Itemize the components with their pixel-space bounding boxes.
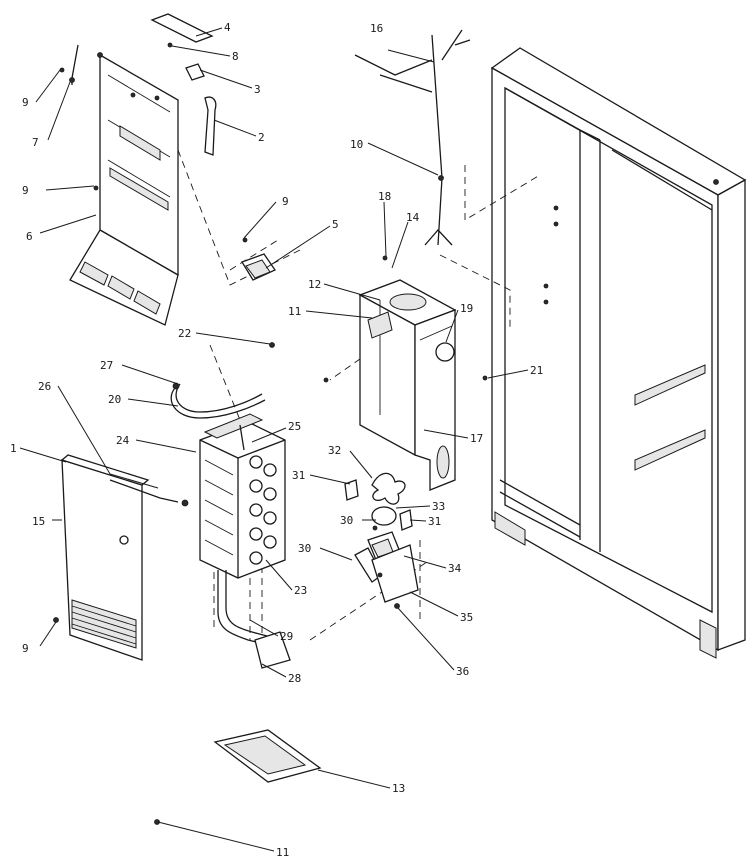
callout-20: 20 — [108, 393, 121, 406]
callout-9-mid: 9 — [22, 184, 29, 197]
drain-pan — [213, 729, 322, 783]
refrigerator-cabinet — [490, 47, 747, 659]
callout-22: 22 — [178, 327, 191, 340]
callout-30-bottom: 30 — [298, 542, 311, 555]
callout-25: 25 — [288, 420, 301, 433]
callout-9-right: 9 — [282, 195, 289, 208]
callout-11-top: 11 — [288, 305, 301, 318]
callout-32: 32 — [328, 444, 341, 457]
callout-18: 18 — [378, 190, 391, 203]
screw-shroud — [323, 377, 329, 383]
wiring-harness — [354, 29, 471, 246]
drain-tube — [170, 382, 266, 419]
callout-34: 34 — [448, 562, 462, 575]
callout-12: 12 — [308, 278, 321, 291]
front-panel — [53, 454, 179, 661]
callout-23: 23 — [294, 584, 307, 597]
callout-3: 3 — [254, 83, 261, 96]
callout-36: 36 — [456, 665, 469, 678]
callout-labels: 4 8 3 2 9 7 9 6 9 5 22 11 10 16 12 18 14… — [10, 21, 543, 859]
callout-14: 14 — [406, 211, 420, 224]
evaporator-cover-panel — [69, 52, 179, 326]
callout-31-left: 31 — [292, 469, 305, 482]
callout-13: 13 — [392, 782, 405, 795]
defrost-heater — [217, 570, 291, 669]
callout-26: 26 — [38, 380, 51, 393]
bracket-part-5 — [241, 237, 276, 281]
callout-21: 21 — [530, 364, 543, 377]
fan-shroud-assembly — [358, 255, 457, 491]
callout-1: 1 — [10, 442, 17, 455]
callout-24: 24 — [116, 434, 130, 447]
callout-17: 17 — [470, 432, 483, 445]
callout-28: 28 — [288, 672, 301, 685]
callout-11-bottom: 11 — [276, 846, 289, 859]
callout-27: 27 — [100, 359, 113, 372]
callout-16: 16 — [370, 22, 383, 35]
callout-35: 35 — [460, 611, 473, 624]
callout-10: 10 — [350, 138, 363, 151]
callout-6: 6 — [26, 230, 33, 243]
callout-8: 8 — [232, 50, 239, 63]
callout-7: 7 — [32, 136, 39, 149]
evaporator-coil — [181, 413, 286, 579]
callout-15: 15 — [32, 515, 45, 528]
callout-9-bottom: 9 — [22, 642, 29, 655]
callout-31-right: 31 — [428, 515, 441, 528]
leader-lines — [19, 27, 529, 852]
callout-2: 2 — [258, 131, 265, 144]
callout-29: 29 — [280, 630, 293, 643]
screw-21 — [482, 375, 488, 381]
callout-19: 19 — [460, 302, 473, 315]
screw-22 — [269, 342, 275, 348]
callout-30-top: 30 — [340, 514, 353, 527]
callout-5: 5 — [332, 218, 339, 231]
callout-33: 33 — [432, 500, 445, 513]
callout-9-top: 9 — [22, 96, 29, 109]
fan-motor-group — [344, 472, 419, 609]
top-small-parts — [59, 13, 217, 156]
callout-4: 4 — [224, 21, 231, 34]
